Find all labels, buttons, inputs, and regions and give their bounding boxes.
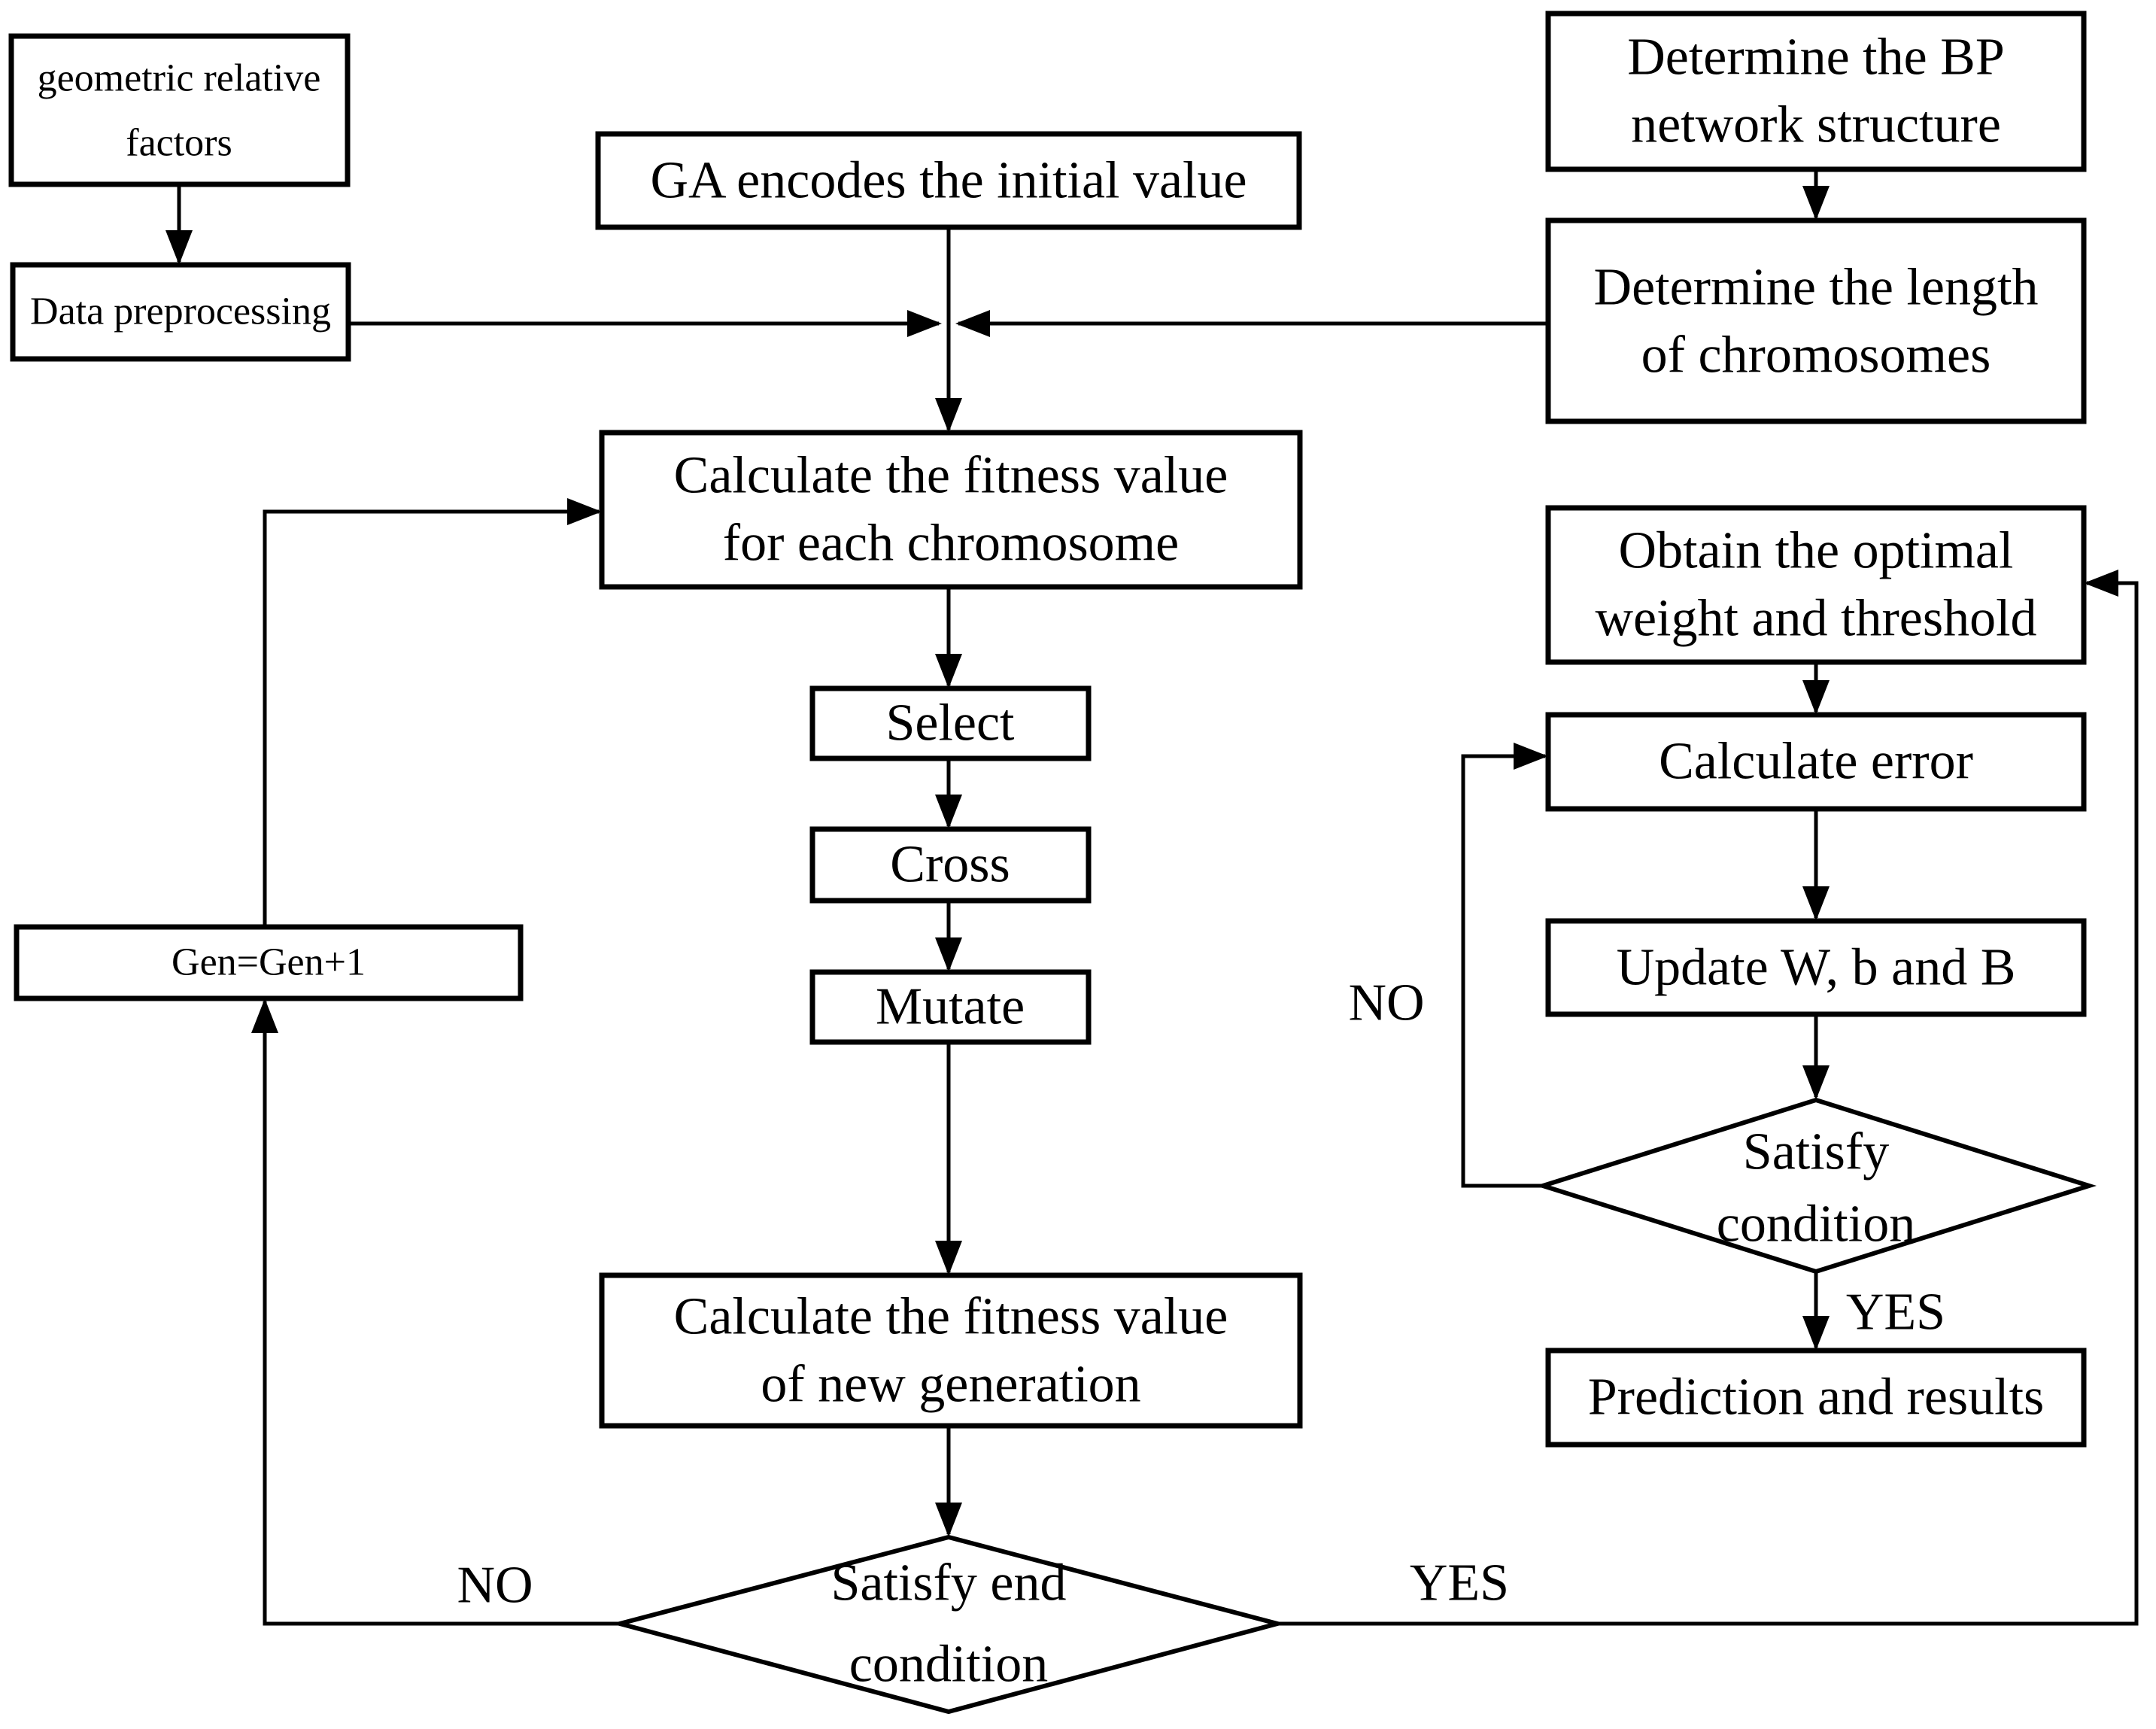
calc-error-box: [1545, 712, 2087, 812]
node-satisfy-end-condition: Satisfy end condition: [611, 1534, 1286, 1715]
node-gen-increment: Gen=Gen+1: [14, 924, 524, 1001]
node-chromosome-length: Determine the length of chromosomes: [1545, 217, 2087, 424]
bp-structure-label-line1: Determine the BP: [1627, 29, 2005, 87]
satisfy-condition-diamond: [1535, 1097, 2097, 1275]
edges: [165, 169, 2139, 1626]
node-select: Select: [809, 685, 1092, 761]
node-calc-fitness-new: Calculate the fitness value of new gener…: [599, 1272, 1303, 1429]
obtain-optimal-label-line1: Obtain the optimal: [1619, 522, 2014, 580]
cross-box: [809, 826, 1092, 904]
edge-no-loop-to-gen: [251, 998, 620, 1626]
yes-label-bottom: YES: [1410, 1554, 1509, 1612]
geometric-factors-label-line1: geometric relative: [38, 57, 321, 100]
node-geometric-relative-factors: geometric relative factors: [8, 33, 351, 187]
satisfy-end-label-line2: condition: [849, 1636, 1048, 1694]
data-preprocessing-label: Data preprocessing: [30, 290, 331, 333]
obtain-optimal-label-line2: weight and threshold: [1595, 590, 2036, 648]
satisfy-end-label-line1: Satisfy end: [831, 1554, 1066, 1612]
node-calc-error: Calculate error: [1545, 712, 2087, 812]
node-satisfy-condition: Satisfy condition: [1535, 1097, 2097, 1275]
node-cross: Cross: [809, 826, 1092, 904]
node-prediction-results: Prediction and results: [1545, 1348, 2087, 1448]
satisfy-end-diamond: [611, 1534, 1286, 1715]
calc-fitness-each-box: [599, 430, 1303, 590]
edge-yes-to-obtain-optimal: [1277, 570, 2139, 1626]
calc-fitness-new-box: [599, 1272, 1303, 1429]
geometric-factors-box: [8, 33, 351, 187]
node-obtain-optimal: Obtain the optimal weight and threshold: [1545, 505, 2087, 665]
calc-fitness-new-label-line1: Calculate the fitness value: [674, 1288, 1228, 1346]
mutate-box: [809, 969, 1092, 1045]
branch-labels: NO YES NO YES: [457, 974, 1945, 1615]
update-wbb-label: Update W, b and B: [1617, 939, 2016, 997]
chromosome-length-label-line2: of chromosomes: [1641, 327, 1991, 384]
data-preprocessing-box: [10, 262, 351, 362]
cross-label: Cross: [890, 836, 1010, 894]
geometric-factors-label-line2: factors: [126, 122, 232, 165]
node-ga-encode: GA encodes the initial value: [595, 131, 1302, 230]
node-calc-fitness-each: Calculate the fitness value for each chr…: [599, 430, 1303, 590]
chromosome-length-box: [1545, 217, 2087, 424]
ga-encode-label: GA encodes the initial value: [650, 152, 1247, 210]
calc-fitness-each-label-line1: Calculate the fitness value: [674, 447, 1228, 505]
prediction-results-box: [1545, 1348, 2087, 1448]
node-bp-structure: Determine the BP network structure: [1545, 11, 2087, 172]
no-label-right-loop: NO: [1348, 974, 1424, 1032]
node-mutate: Mutate: [809, 969, 1092, 1045]
satisfy-condition-label-line1: Satisfy: [1743, 1123, 1889, 1181]
calc-fitness-each-label-line2: for each chromosome: [723, 515, 1179, 573]
no-label-bottom: NO: [457, 1557, 533, 1615]
calc-error-label: Calculate error: [1659, 733, 1973, 791]
update-wbb-box: [1545, 918, 2087, 1017]
edge-condition-no-to-calc-error: [1461, 743, 1548, 1188]
edge-gen-to-calc-fitness: [263, 498, 602, 927]
gen-increment-label: Gen=Gen+1: [172, 941, 366, 984]
satisfy-condition-label-line2: condition: [1717, 1196, 1915, 1253]
gen-increment-box: [14, 924, 524, 1001]
select-label: Select: [885, 694, 1015, 752]
ga-encode-box: [595, 131, 1302, 230]
prediction-results-label: Prediction and results: [1588, 1369, 2045, 1427]
obtain-optimal-box: [1545, 505, 2087, 665]
mutate-label: Mutate: [876, 978, 1025, 1036]
yes-label-right-diamond: YES: [1846, 1284, 1945, 1342]
bp-structure-label-line2: network structure: [1631, 96, 2001, 154]
calc-fitness-new-label-line2: of new generation: [761, 1356, 1140, 1414]
chromosome-length-label-line1: Determine the length: [1594, 259, 2039, 317]
node-update-wbb: Update W, b and B: [1545, 918, 2087, 1017]
select-box: [809, 685, 1092, 761]
node-data-preprocessing: Data preprocessing: [10, 262, 351, 362]
bp-structure-box: [1545, 11, 2087, 172]
